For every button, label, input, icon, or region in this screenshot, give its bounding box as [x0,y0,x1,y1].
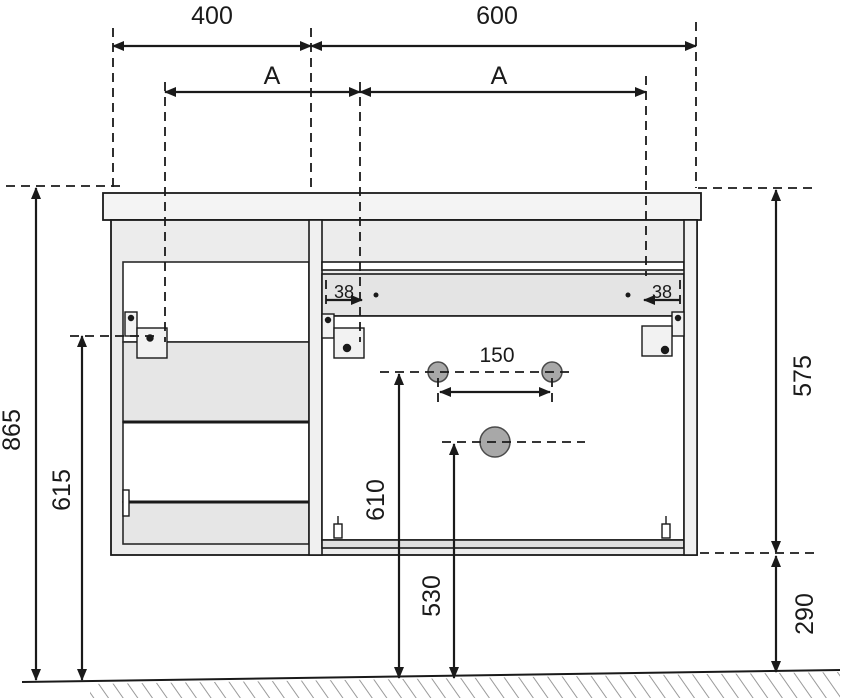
cabinet [102,192,702,556]
screw-dot-left [373,292,379,298]
dim-left-inner-height: 615 [48,469,76,511]
center-divider [308,219,323,556]
left-hinge [122,489,130,517]
right-compartment [321,315,685,541]
dim-pipe-lower-height: 530 [418,575,446,617]
dim-pipe-spacing: 150 [479,344,514,367]
dim-right-body-height: 575 [789,355,817,397]
right-side-panel [683,219,698,556]
dim-left-overall-height: 865 [0,409,26,451]
top-rail [321,261,685,271]
dim-a-left: A [264,62,281,90]
dimension-arrows [31,41,781,681]
foot-screw-left [333,516,343,539]
bottom-rail [321,539,685,549]
dim-inset-right: 38 [652,282,672,302]
foot-screw-right [661,516,671,539]
bracket-right [641,311,685,357]
dim-a-right: A [491,62,508,90]
dim-top-right-width: 600 [476,2,518,30]
left-base-panel [122,501,310,545]
dim-pipe-upper-height: 610 [362,479,390,521]
dim-right-bottom-height: 290 [791,593,819,635]
dim-top-left-width: 400 [191,2,233,30]
bracket-left-inner [321,313,365,359]
left-drawer-bottom [122,421,310,503]
countertop [102,192,702,221]
dim-inset-left: 38 [334,282,354,302]
floor [21,669,841,698]
screw-dot-right [625,292,631,298]
